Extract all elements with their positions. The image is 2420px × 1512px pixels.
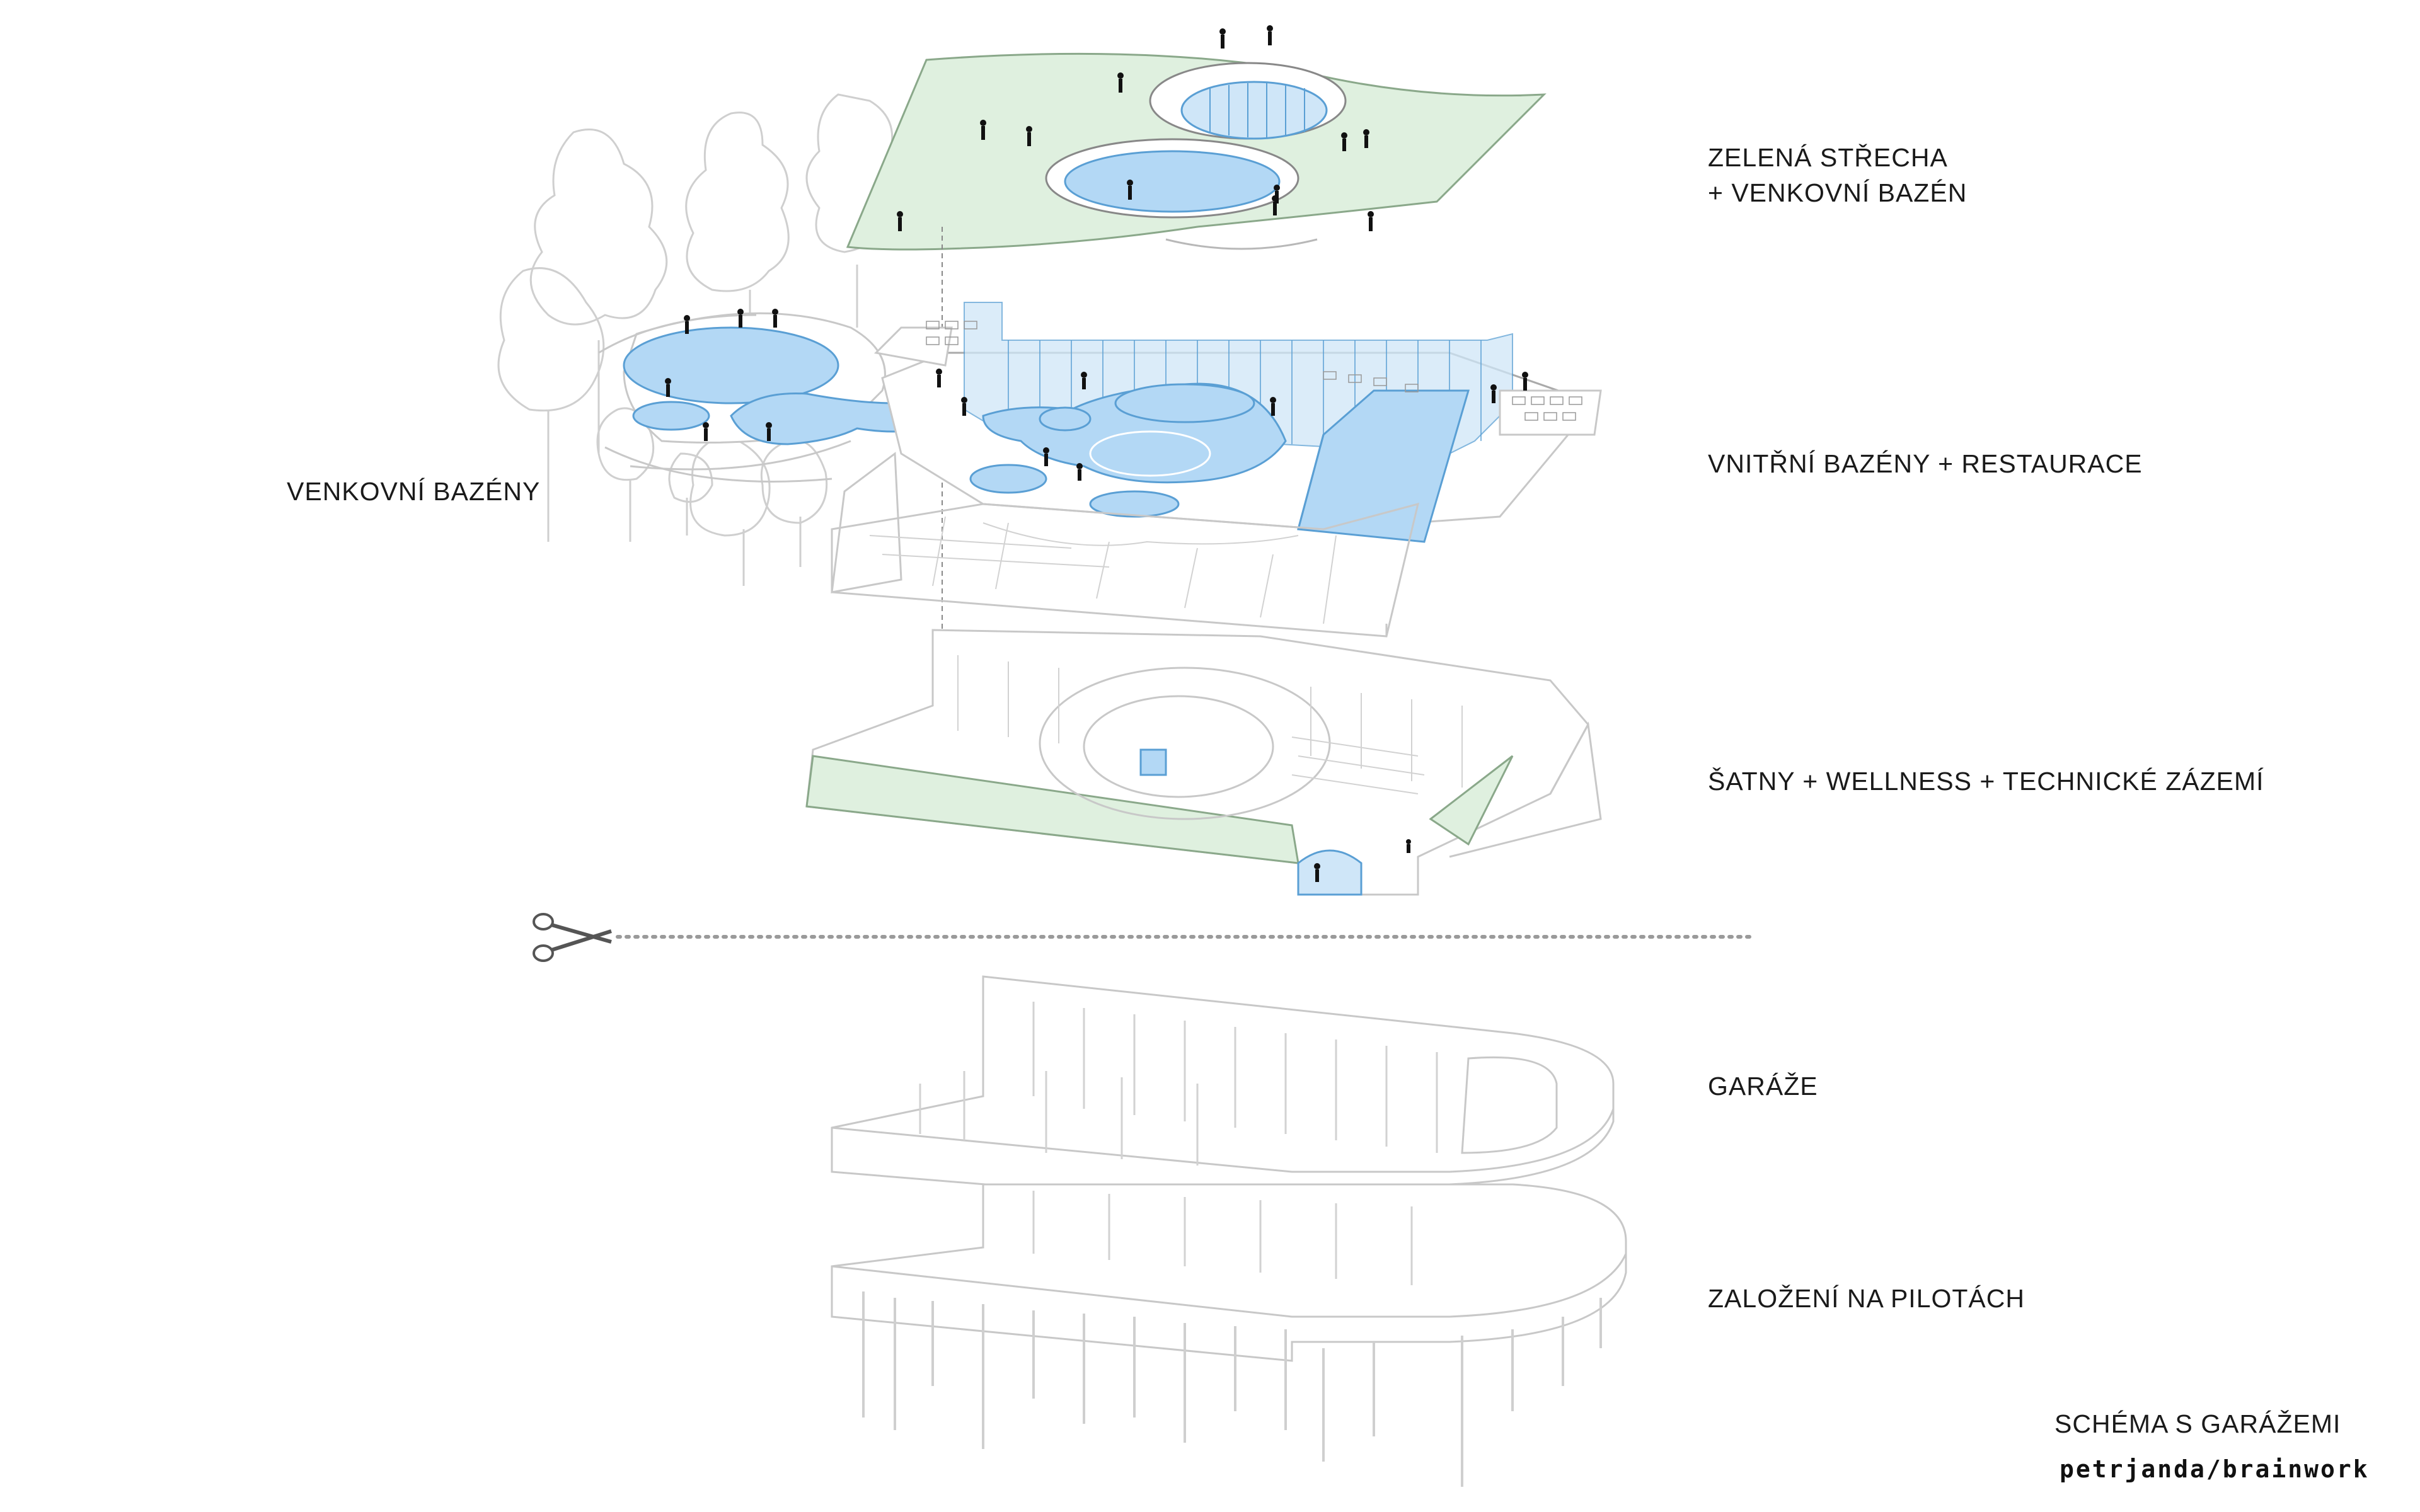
label-line: ZALOŽENÍ NA PILOTÁCH [1708,1284,2025,1313]
label-green-roof: ZELENÁ STŘECHA + VENKOVNÍ BAZÉN [1708,140,1967,210]
label-line: GARÁŽE [1708,1072,1818,1101]
label-line: ŠATNY + WELLNESS + TECHNICKÉ ZÁZEMÍ [1708,767,2264,796]
label-line: ZELENÁ STŘECHA [1708,143,1948,172]
indoor-pools-layer [598,302,1602,638]
people-figures [897,25,1374,231]
label-garage: GARÁŽE [1708,1068,1818,1104]
outdoor-pool-large [623,326,839,404]
piles-layer [831,1183,1627,1487]
garage-layer [831,975,1615,1211]
restaurant-tables [926,321,1582,421]
schema-title: SCHÉMA S GARÁŽEMI [2054,1409,2341,1438]
outdoor-pool-small [632,401,710,431]
label-outdoor-pools: VENKOVNÍ BAZÉNY [287,474,540,509]
credit-logo: petrjanda/brainwork [2060,1455,2370,1483]
changing-wellness-layer [805,629,1602,896]
people-figures [665,309,1528,481]
indoor-pool-round [1089,430,1211,477]
green-roof-layer [846,25,1547,251]
label-line: VNITŘNÍ BAZÉNY + RESTAURACE [1708,449,2143,478]
scissors-icon [533,913,612,962]
label-piles: ZALOŽENÍ NA PILOTÁCH [1708,1281,2025,1316]
label-line: + VENKOVNÍ BAZÉN [1708,178,1968,207]
piles [862,1292,1602,1487]
green-slope [1429,755,1514,846]
people-figures [1314,839,1411,882]
label-line: VENKOVNÍ BAZÉNY [287,477,541,506]
label-changing-wellness: ŠATNY + WELLNESS + TECHNICKÉ ZÁZEMÍ [1708,764,2264,799]
label-indoor-pools: VNITŘNÍ BAZÉNY + RESTAURACE [1708,446,2143,481]
